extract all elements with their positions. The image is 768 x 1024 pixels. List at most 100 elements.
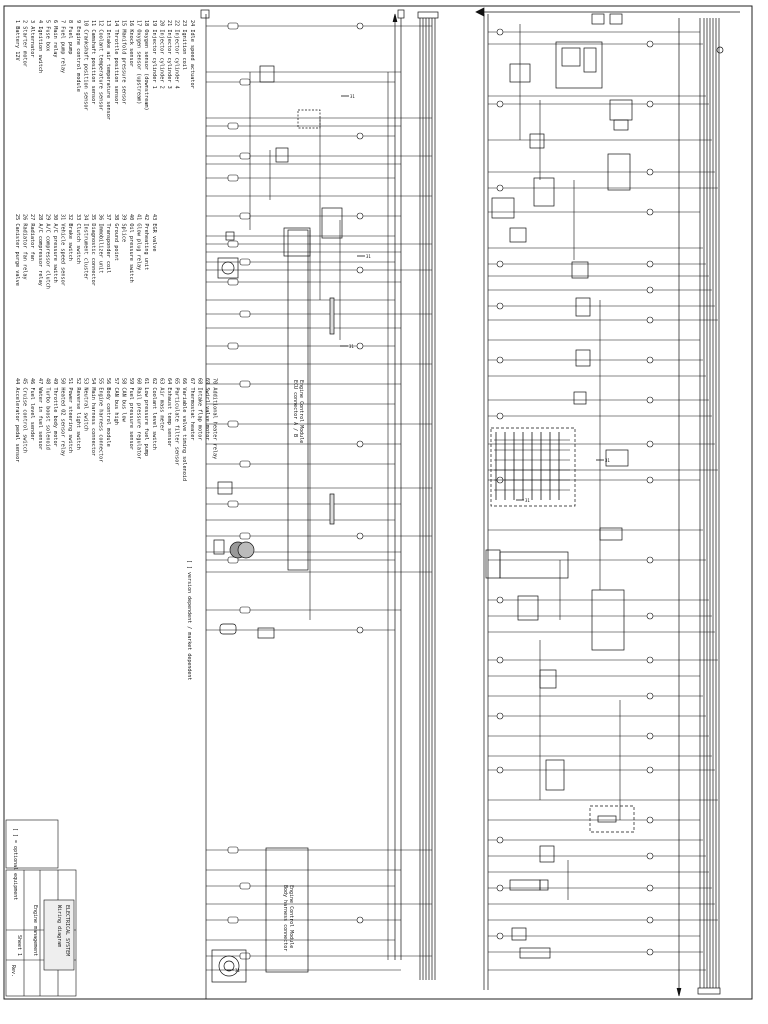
wire-splice: [646, 168, 654, 176]
wire-splice: [646, 852, 654, 860]
legend-line: 19 Injector cylinder 1: [151, 20, 157, 89]
wire-splice: [646, 476, 654, 484]
wire-splice: [646, 356, 654, 364]
ground-label: 31: [235, 968, 240, 973]
wire-splice: [356, 342, 364, 350]
legend-line: 11 Camshaft position sensor: [90, 20, 96, 104]
ground-terminal: [496, 596, 504, 604]
legend-line: 17 Oxygen sensor (upstream): [136, 20, 142, 104]
legend-line: 12 Coolant temperature sensor: [98, 20, 104, 111]
wire-splice: [646, 440, 654, 448]
legend-line: 46 Fuel level sender: [29, 378, 35, 440]
legend-line: 63 Air mass meter: [158, 378, 164, 431]
ground-terminal: [496, 932, 504, 940]
right-schematic: [475, 7, 740, 997]
legend-line: 24 Idle speed actuator: [189, 20, 195, 89]
connector-pin: [239, 212, 251, 220]
ecu-lower-sub-label: Body harness connector: [282, 885, 288, 951]
legend-line: 32 Brake switch: [67, 214, 73, 261]
connector-pin: [227, 916, 239, 924]
ground-label: 31: [605, 458, 610, 463]
connector-pin: [227, 22, 239, 30]
ground-terminal: [496, 884, 504, 892]
connector-pin: [239, 258, 251, 266]
legend-line: 58 CAN bus low: [120, 378, 126, 423]
legend-line: 14 Throttle position sensor: [113, 20, 119, 104]
legend-line: 69 Swirl valve motor: [204, 378, 210, 440]
connector-pin: [239, 532, 251, 540]
legend-line: 66 Variable valve timing solenoid: [181, 378, 187, 481]
wire-splice: [646, 766, 654, 774]
legend-line: 37 Transponder coil: [105, 214, 111, 273]
legend-line: 39 Splice: [120, 214, 126, 242]
wire-splice: [356, 212, 364, 220]
wire-splice: [646, 316, 654, 324]
wire-splice: [646, 396, 654, 404]
legend-line: 34 Instrument cluster: [82, 214, 88, 280]
legend-line: 54 Main harness connector: [90, 378, 96, 456]
legend-line: 15 Manifold pressure sensor: [120, 20, 126, 104]
legend-line: 13 Intake air temperature sensor: [105, 20, 111, 120]
title-subtitle: Engine management: [32, 905, 38, 956]
legend-line: 52 Reverse light switch: [75, 378, 81, 450]
legend-line: 56 Body control module: [105, 378, 111, 447]
connector-pin: [239, 952, 251, 960]
ground-terminal: [496, 656, 504, 664]
legend-line: 55 Engine harness connector: [98, 378, 104, 462]
ground-label: 31: [525, 498, 530, 503]
wire-splice: [356, 440, 364, 448]
legend-heading: [ ] = optional equipment: [12, 828, 18, 900]
legend-line: 21 Injector cylinder 3: [166, 20, 172, 89]
connector-pin: [227, 240, 239, 248]
ecu-upper-label: Engine Control Module: [298, 380, 304, 443]
connector-pin: [239, 882, 251, 890]
ground-terminal: [496, 100, 504, 108]
legend-line: 65 Particulate filter sensor: [174, 378, 180, 465]
wire-splice: [356, 132, 364, 140]
connector-pin: [239, 310, 251, 318]
legend-line: 26 Radiator fan relay: [22, 214, 28, 280]
legend-line: 70 Additional heater relay: [212, 378, 218, 459]
title-block: [5, 819, 77, 997]
wire-splice: [646, 100, 654, 108]
middle-schematic: [200, 9, 439, 999]
legend-line: 45 Cruise control switch: [22, 378, 28, 453]
legend-line: 18 Oxygen sensor (downstream): [143, 20, 149, 111]
ground-terminal: [496, 766, 504, 774]
legend-line: 4 Ignition switch: [37, 20, 43, 73]
connector-pin: [227, 278, 239, 286]
wire-splice: [646, 612, 654, 620]
legend-line: 29 A/C compressor clutch: [44, 214, 50, 289]
connector-pin: [239, 380, 251, 388]
legend-line: 48 Turbo boost solenoid: [44, 378, 50, 450]
ground-terminal: [496, 302, 504, 310]
legend-line: 23 Ignition coil: [181, 20, 187, 70]
legend-line: 35 Diagnostic connector: [90, 214, 96, 286]
ecu-upper-sub-label: ECU connector A / B: [292, 380, 298, 437]
legend-line: 67 Thermostat heater: [189, 378, 195, 440]
ground-terminal: [496, 260, 504, 268]
legend-line: 30 A/C pressure switch: [52, 214, 58, 283]
legend-line: 16 Knock sensor: [128, 20, 134, 67]
legend-line: 6 Main relay: [52, 20, 58, 57]
title-company: ELECTRICAL SYSTEM: [64, 905, 70, 956]
ground-terminal: [496, 412, 504, 420]
ecu-lower-label: Engine Control Module: [288, 885, 294, 948]
wire-splice: [646, 208, 654, 216]
legend-line: 8 Fuel pump: [67, 20, 73, 54]
legend-line: 28 A/C compressor relay: [37, 214, 43, 286]
wire-splice: [356, 916, 364, 924]
legend-line: 60 Rail pressure regulator: [136, 378, 142, 459]
legend-line: 22 Injector cylinder 4: [174, 20, 180, 89]
connector-pin: [227, 174, 239, 182]
legend-line: 7 Fuel pump relay: [60, 20, 66, 73]
connector-pin: [227, 846, 239, 854]
legend-line: 49 Throttle body motor: [52, 378, 58, 447]
wire-splice: [646, 556, 654, 564]
wire-splice: [646, 260, 654, 268]
connector-pin: [239, 606, 251, 614]
legend-line: 68 Intake flap motor: [196, 378, 202, 440]
legend-line: 3 Alternator: [29, 20, 35, 57]
